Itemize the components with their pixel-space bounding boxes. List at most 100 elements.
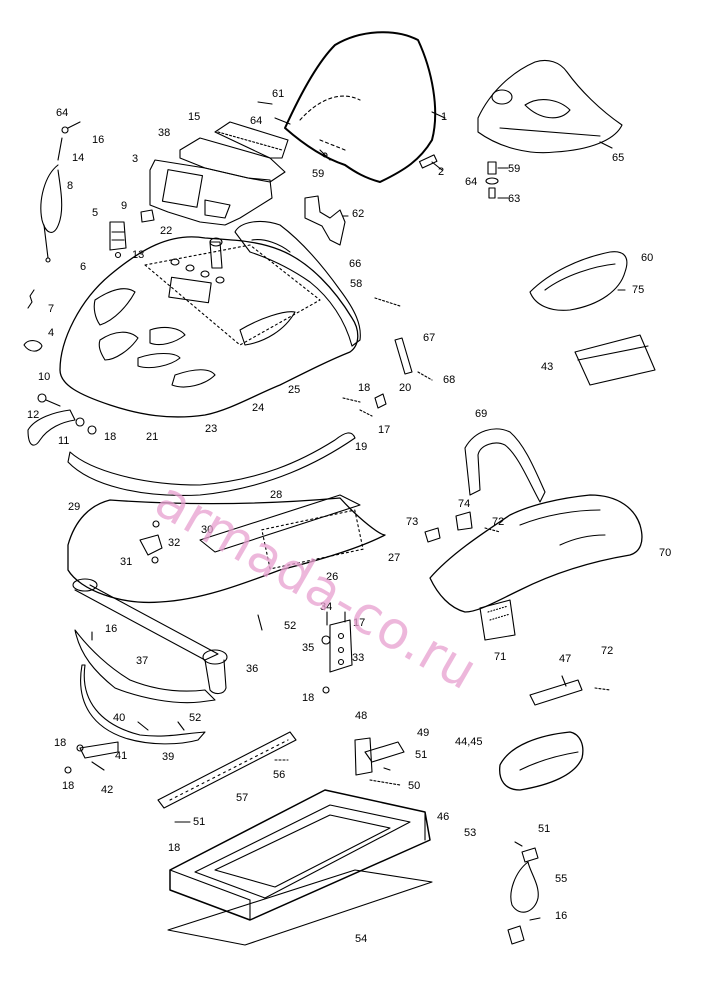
callout-69: 69 [475,408,488,420]
cowl-cover [477,59,623,154]
callout-44-45: 44,45 [455,736,483,748]
cushion [499,731,584,791]
callout-19: 19 [355,441,368,453]
callout-43: 43 [541,361,554,373]
foam-pad [574,334,656,386]
bottom-pan [67,494,386,604]
callout-18b: 18 [104,431,117,443]
callout-58: 58 [350,278,363,290]
callout-13: 13 [132,249,145,261]
callout-31: 31 [120,556,133,568]
seat-latch [529,675,611,706]
callout-72a: 72 [492,516,505,528]
callout-17b: 17 [353,617,366,629]
callout-71: 71 [494,651,507,663]
callout-1: 1 [441,111,448,123]
side-panel [234,220,361,347]
callout-14: 14 [72,152,85,164]
seat-strap [464,428,546,503]
callout-67: 67 [423,332,436,344]
callout-74: 74 [458,498,471,510]
callout-22: 22 [160,225,173,237]
callout-18d: 18 [54,737,67,749]
callout-38: 38 [158,127,171,139]
callout-66: 66 [349,258,362,270]
callout-20: 20 [399,382,412,394]
callout-28: 28 [270,489,283,501]
callout-8: 8 [67,180,74,192]
callout-53: 53 [464,827,477,839]
callout-37: 37 [136,655,149,667]
callout-75: 75 [632,284,645,296]
callout-55: 55 [555,873,568,885]
windshield-screws [257,101,331,161]
callout-5: 5 [92,207,99,219]
callout-47: 47 [559,653,572,665]
callout-18e: 18 [62,780,75,792]
seat-hinge [424,511,501,543]
callout-7: 7 [48,303,55,315]
callout-12: 12 [27,409,40,421]
callout-6: 6 [80,261,87,273]
windshield [284,31,446,183]
callout-52b: 52 [189,712,202,724]
bumper-brackets [64,631,185,774]
callout-41: 41 [115,750,128,762]
instrument-console [149,121,289,226]
callout-72b: 72 [601,645,614,657]
callout-29: 29 [68,501,81,513]
callout-64a: 64 [56,107,69,119]
callout-11: 11 [58,435,70,447]
callout-50: 50 [408,780,421,792]
hood [59,236,359,418]
callout-27: 27 [388,552,401,564]
hood-trim [67,432,356,496]
seat [429,494,643,641]
callout-26: 26 [326,571,339,583]
side-bracket [257,611,353,694]
callout-52a: 52 [284,620,297,632]
callout-9: 9 [121,200,128,212]
callout-73: 73 [406,516,419,528]
callout-40: 40 [113,712,126,724]
front-bumper [72,578,228,745]
callout-33: 33 [352,652,365,664]
hood-latch [23,289,97,446]
callout-65: 65 [612,152,625,164]
callout-36: 36 [246,663,259,675]
floor-mat [167,869,433,946]
callout-42: 42 [101,784,114,796]
callout-60: 60 [641,252,654,264]
callout-56: 56 [273,769,286,781]
callout-39: 39 [162,751,175,763]
lanyard-cable [507,841,541,945]
callout-15: 15 [188,111,201,123]
callout-10: 10 [38,371,51,383]
callout-18c: 18 [302,692,315,704]
callout-64c: 64 [465,176,478,188]
callout-16c: 16 [555,910,568,922]
callout-4: 4 [48,327,55,339]
screw-stack [485,161,509,199]
callout-57: 57 [236,792,249,804]
hood-hardware [374,297,433,381]
callout-30: 30 [201,524,214,536]
storage-tray [169,789,431,921]
hinge-assembly [354,737,405,786]
callout-35: 35 [302,642,315,654]
callout-24: 24 [252,402,265,414]
callout-70: 70 [659,547,672,559]
callout-61: 61 [272,88,285,100]
rear-grab-handle [529,251,628,311]
callout-54: 54 [355,933,368,945]
callout-51a: 51 [415,749,428,761]
callout-46: 46 [437,811,450,823]
callout-23: 23 [205,423,218,435]
callout-2: 2 [438,166,445,178]
callout-32: 32 [168,537,181,549]
mount-bracket [304,195,349,246]
guide-rail [157,731,297,823]
callout-16b: 16 [105,623,118,635]
callout-25: 25 [288,384,301,396]
